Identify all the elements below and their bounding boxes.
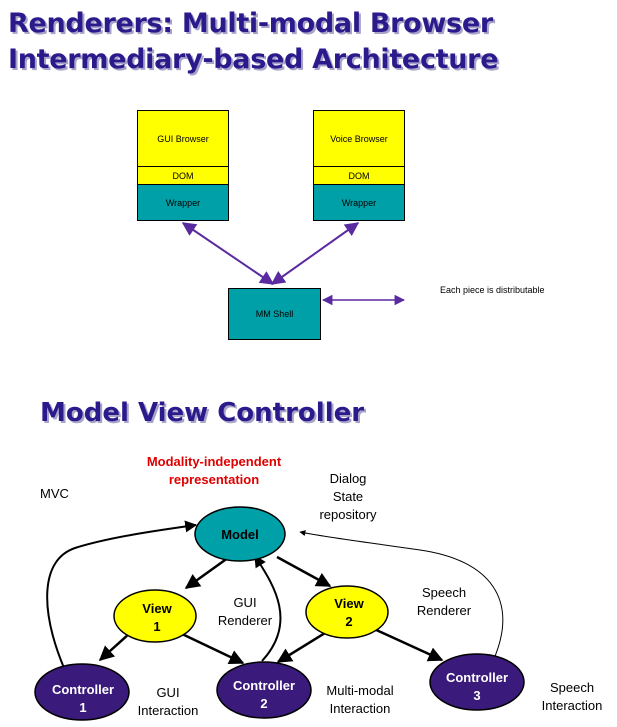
view2-node <box>305 585 389 639</box>
arrow-controller1-model <box>46 520 198 669</box>
arrow-model-view1 <box>184 553 233 590</box>
modality-label-line1: Modality-independent <box>146 454 282 469</box>
speech-renderer-line1: Speech <box>421 585 467 600</box>
controller3-node <box>429 653 525 711</box>
gui-browser-label: GUI Browser <box>157 133 209 144</box>
dialog-state-label: Dialog State repository <box>308 470 388 524</box>
controller3-label-line1: Controller <box>446 670 508 685</box>
controller3-label-line2: 3 <box>473 688 480 703</box>
distributable-note: Each piece is distributable <box>440 285 545 295</box>
title-line-2: Intermediary-based Architecture <box>8 44 499 75</box>
controller1-node <box>34 663 130 721</box>
modality-label-line2: representation <box>168 472 260 487</box>
view1-label-line1: View <box>142 601 172 616</box>
mvc-title: Model View Controller <box>40 398 365 428</box>
arrow-gui-wrapper-mmshell <box>181 222 275 285</box>
gui-dom-label: DOM <box>172 170 194 181</box>
voice-browser-label: Voice Browser <box>330 133 388 144</box>
arrow-view2-controller3 <box>371 626 444 662</box>
gui-interaction-label: GUI Interaction <box>128 684 208 720</box>
controller2-label-line1: Controller <box>233 678 295 693</box>
dialog-label-line2: State <box>332 489 364 504</box>
controller1-label-line1: Controller <box>52 682 114 697</box>
gui-renderer-label: GUI Renderer <box>210 594 280 630</box>
view2-label-line1: View <box>334 596 364 611</box>
arrow-controller2-model <box>254 554 282 662</box>
dialog-label-line1: Dialog <box>329 471 367 486</box>
speech-interaction-line1: Speech <box>549 680 595 695</box>
view1-node <box>113 589 197 643</box>
gui-wrapper-box: Wrapper <box>137 184 229 221</box>
model-label: Model <box>221 527 259 542</box>
multimodal-interaction-label: Multi-modal Interaction <box>315 682 405 718</box>
mm-shell-label: MM Shell <box>255 309 294 319</box>
title-line-1: Renderers: Multi-modal Browser <box>8 8 493 39</box>
gui-renderer-line1: GUI <box>233 595 257 610</box>
controller1-label-line2: 1 <box>79 700 86 715</box>
speech-renderer-line2: Renderer <box>416 603 472 618</box>
voice-dom-label: DOM <box>348 170 370 181</box>
view1-label-line2: 1 <box>153 619 160 634</box>
controller2-node <box>216 661 312 719</box>
model-node <box>194 506 286 562</box>
view2-label-line2: 2 <box>345 614 352 629</box>
arrow-controller3-model <box>299 530 504 662</box>
speech-interaction-line2: Interaction <box>541 698 603 713</box>
voice-browser-box: Voice Browser <box>313 110 405 167</box>
speech-renderer-label: Speech Renderer <box>406 584 482 620</box>
arrow-view1-controller1 <box>98 632 131 662</box>
gui-wrapper-label: Wrapper <box>165 197 201 208</box>
mm-shell-box: MM Shell <box>228 288 321 340</box>
voice-wrapper-box: Wrapper <box>313 184 405 221</box>
dialog-label-line3: repository <box>319 507 377 522</box>
multimodal-line1: Multi-modal <box>326 683 394 698</box>
arrow-view1-controller2 <box>179 631 245 665</box>
mvc-label: MVC <box>40 486 69 501</box>
arrow-model-view2 <box>276 555 332 588</box>
arrow-voice-wrapper-mmshell <box>270 222 360 285</box>
voice-wrapper-label: Wrapper <box>341 197 377 208</box>
controller2-label-line2: 2 <box>260 696 267 711</box>
gui-renderer-line2: Renderer <box>217 613 273 628</box>
gui-interaction-line2: Interaction <box>137 703 199 718</box>
arrow-view2-controller2 <box>276 631 326 664</box>
multimodal-line2: Interaction <box>329 701 391 716</box>
page-title: Renderers: Multi-modal Browser Intermedi… <box>8 6 499 78</box>
gui-interaction-line1: GUI <box>156 685 180 700</box>
modality-label: Modality-independent representation <box>134 453 294 489</box>
speech-interaction-label: Speech Interaction <box>532 679 612 715</box>
